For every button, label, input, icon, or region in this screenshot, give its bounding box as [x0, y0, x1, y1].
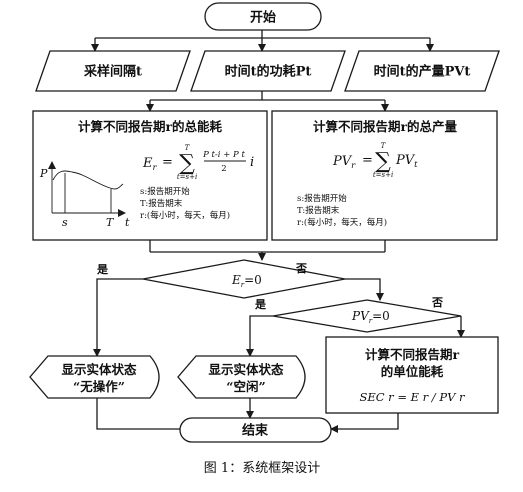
- input-production-output: 时间t的产量PVt: [344, 50, 500, 92]
- display-idle-line1: 显示实体状态: [208, 362, 284, 377]
- decision-output-yes: 是: [254, 298, 267, 311]
- decision-output-text: PVr=0: [351, 309, 390, 325]
- decision-output-zero: PVr=0 是 否: [254, 296, 462, 333]
- energy-sum-lower: t=s+i: [177, 173, 197, 181]
- energy-legend-s: s:报告期开始: [140, 186, 190, 197]
- connectors: [91, 30, 465, 433]
- energy-formula-tail: i: [250, 155, 254, 170]
- sec-box-line2: 的单位能耗: [381, 364, 444, 379]
- energy-frac-denominator: 2: [221, 164, 226, 174]
- display-state-noop: 显示实体状态 “无操作”: [29, 355, 160, 399]
- energy-legend-r: r:(每小时，每天，每月): [140, 210, 230, 221]
- decision-energy-text: Er=0: [231, 273, 262, 289]
- input-power-consumption: 时间t的功耗Pt: [190, 50, 346, 92]
- decision-energy-no: 否: [295, 262, 307, 275]
- output-legend-r: r:(每小时，每天，每月): [297, 217, 387, 228]
- display-idle-line2: “空闲”: [226, 379, 265, 394]
- energy-box-title: 计算不同报告期r的总能耗: [78, 119, 223, 134]
- graph-p-label: P: [39, 167, 48, 180]
- sec-process-box: 计算不同报告期r 的单位能耗 SEC r = E r / PV r: [325, 336, 499, 414]
- output-process-box: 计算不同报告期r的总产量 PVr = T ∑ t=s+i PVt s:报告期开始…: [271, 110, 498, 241]
- sec-formula: SEC r = E r / PV r: [359, 390, 466, 404]
- output-sum-lower: t=s+i: [373, 171, 393, 179]
- decision-energy-yes: 是: [96, 263, 109, 276]
- energy-sum-upper: T: [185, 144, 191, 152]
- end-terminal: [179, 417, 332, 443]
- energy-legend-T: T:报告期末: [140, 198, 183, 209]
- display-state-idle: 显示实体状态 “空闲”: [177, 355, 306, 399]
- power-curve-graph: P s T t: [39, 161, 130, 229]
- input-sampling-interval: 采样间隔t: [35, 50, 191, 92]
- energy-sum-symbol: ∑: [179, 151, 195, 176]
- output-formula-term: PVt: [395, 153, 418, 170]
- energy-formula-eq: =: [162, 155, 173, 170]
- decision-output-no: 否: [431, 296, 443, 309]
- power-curve: [52, 170, 124, 190]
- start-label: 开始: [250, 10, 276, 26]
- input-sampling-interval-label: 采样间隔t: [83, 64, 142, 80]
- figure-caption: 图 1：系统框架设计: [204, 461, 320, 476]
- end-label: 结束: [242, 423, 269, 439]
- output-formula-eq: =: [362, 153, 373, 168]
- start-terminal: [204, 2, 322, 31]
- display-noop-line1: 显示实体状态: [61, 362, 137, 377]
- output-formula-lhs: PVr: [332, 154, 356, 171]
- input-power-consumption-label: 时间t的功耗Pt: [225, 64, 312, 80]
- energy-process-box: 计算不同报告期r的总能耗 Er = T ∑ t=s+i P t-i + P t …: [32, 110, 268, 241]
- output-legend-T: T:报告期末: [297, 205, 340, 216]
- graph-t-label: t: [125, 216, 130, 229]
- output-legend-s: s:报告期开始: [297, 193, 347, 204]
- output-sum-upper: T: [381, 142, 387, 150]
- graph-s-label: s: [62, 216, 68, 229]
- sec-box-line1: 计算不同报告期r: [365, 347, 460, 362]
- output-sum-symbol: ∑: [375, 149, 391, 174]
- decision-energy-zero: Er=0 是 否: [96, 259, 346, 299]
- display-noop-line2: “无操作”: [73, 379, 125, 394]
- energy-formula-lhs: Er: [142, 156, 158, 173]
- input-production-output-label: 时间t的产量PVt: [374, 64, 471, 80]
- output-box-title: 计算不同报告期r的总产量: [313, 119, 458, 134]
- graph-T-label: T: [106, 216, 115, 229]
- energy-frac-numerator: P t-i + P t: [202, 150, 245, 160]
